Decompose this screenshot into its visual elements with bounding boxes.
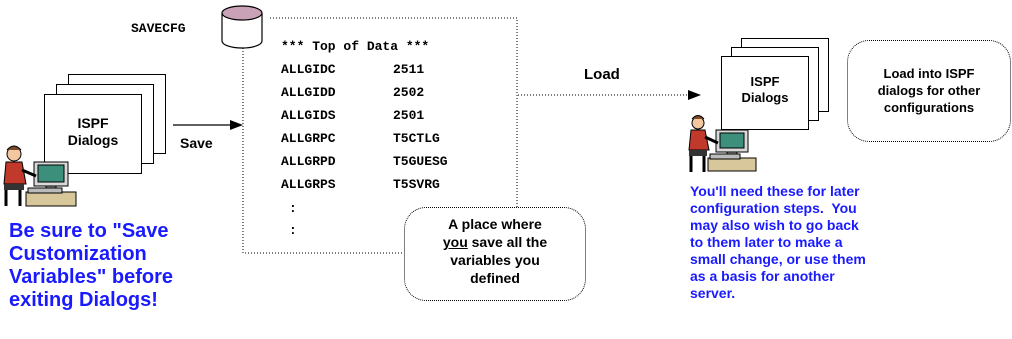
left-dialogs-card: ISPF Dialogs: [44, 94, 142, 174]
left-dialogs-label-1: ISPF: [77, 115, 109, 131]
listing-header: *** Top of Data ***: [281, 39, 430, 54]
right-note-line: configuration steps. You: [690, 200, 857, 216]
load-info-line: dialogs for other: [877, 83, 981, 98]
left-note: Be sure to "Save Customization Variables…: [9, 220, 173, 312]
right-dialogs-label-1: ISPF: [750, 74, 780, 89]
right-note: You'll need these for later configuratio…: [690, 183, 866, 302]
left-note-line: exiting Dialogs!: [9, 289, 158, 311]
save-label: Save: [180, 135, 213, 151]
save-arrowhead: [230, 120, 243, 130]
load-info-line: configurations: [883, 100, 975, 115]
database-cylinder-icon: [221, 5, 263, 49]
right-note-line: small change, or use them: [690, 251, 866, 267]
savecfg-label: SAVECFG: [131, 21, 186, 36]
load-info-line: Load into ISPF: [883, 66, 975, 81]
left-note-line: Variables" before: [9, 266, 174, 288]
load-arrowhead: [688, 90, 701, 100]
left-dialogs-label-2: Dialogs: [67, 132, 119, 148]
callout-emphasis: you: [442, 234, 468, 250]
listing-ellipsis: :: [289, 223, 297, 238]
left-note-line: Customization: [9, 243, 147, 265]
callout-line: you save all the: [442, 234, 548, 250]
right-note-line: You'll need these for later: [690, 183, 860, 199]
load-label: Load: [584, 66, 620, 83]
right-dialogs-card: ISPF Dialogs: [721, 56, 809, 130]
listing-ellipsis: :: [289, 201, 297, 216]
callout-line: variables you: [450, 252, 540, 268]
left-note-line: Be sure to "Save: [9, 220, 169, 242]
right-dialogs-label-2: Dialogs: [741, 90, 789, 105]
callout-line: A place where: [448, 216, 542, 232]
callout-bubble: A place where you save all the variables…: [404, 207, 586, 301]
callout-line: defined: [470, 270, 520, 286]
right-note-line: as a basis for another: [690, 268, 835, 284]
load-info-box: Load into ISPF dialogs for other configu…: [847, 40, 1011, 142]
person-at-computer-icon: [688, 115, 757, 172]
right-note-line: to them later to make a: [690, 234, 843, 250]
person-at-computer-icon: [3, 145, 77, 207]
right-note-line: may also wish to go back: [690, 217, 859, 233]
right-note-line: server.: [690, 285, 736, 301]
